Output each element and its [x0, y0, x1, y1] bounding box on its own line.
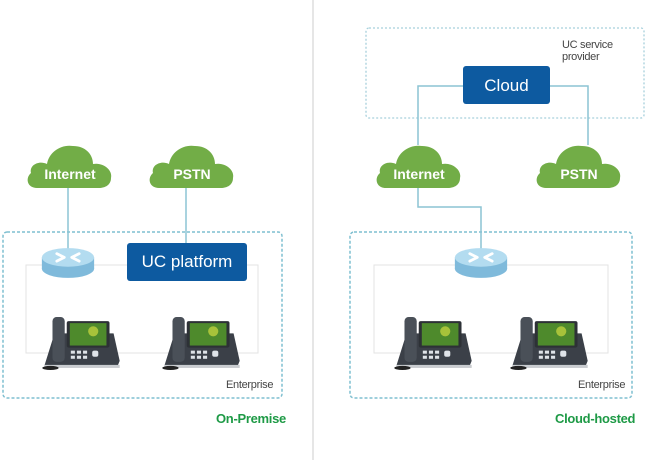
enterprise-label: Enterprise [578, 379, 626, 391]
pstn-cloud-label: PSTN [173, 166, 211, 182]
router-icon [40, 246, 96, 280]
cloud-pstn-link [550, 85, 589, 145]
on-premise-caption: On-Premise [216, 411, 286, 426]
uc-platform-label: UC platform [141, 252, 233, 271]
enterprise-label: Enterprise [226, 379, 274, 391]
internet-cloud-label: Internet [44, 166, 96, 182]
enterprise-zone-border [2, 231, 283, 399]
cloud-hosted-caption: Cloud-hosted [555, 411, 636, 426]
enterprise-zone-border [349, 231, 633, 399]
cloud-box [463, 66, 550, 104]
pstn-cloud-label: PSTN [560, 166, 598, 182]
ip-phone-icon [394, 317, 472, 370]
cloud-box-label: Cloud [484, 76, 529, 95]
provider-zone-border [365, 27, 645, 119]
internet-cloud-label: Internet [393, 166, 445, 182]
provider-label: UC service provider [562, 39, 613, 63]
internet-router-link [417, 188, 482, 250]
right-panel [349, 27, 645, 399]
cloud-internet-link [417, 85, 463, 145]
ip-phone-icon [42, 317, 120, 370]
router-icon [453, 246, 509, 280]
left-panel [2, 145, 283, 399]
uc-platform-box [127, 243, 247, 281]
ip-phone-icon [162, 317, 240, 370]
ip-phone-icon [510, 317, 588, 370]
